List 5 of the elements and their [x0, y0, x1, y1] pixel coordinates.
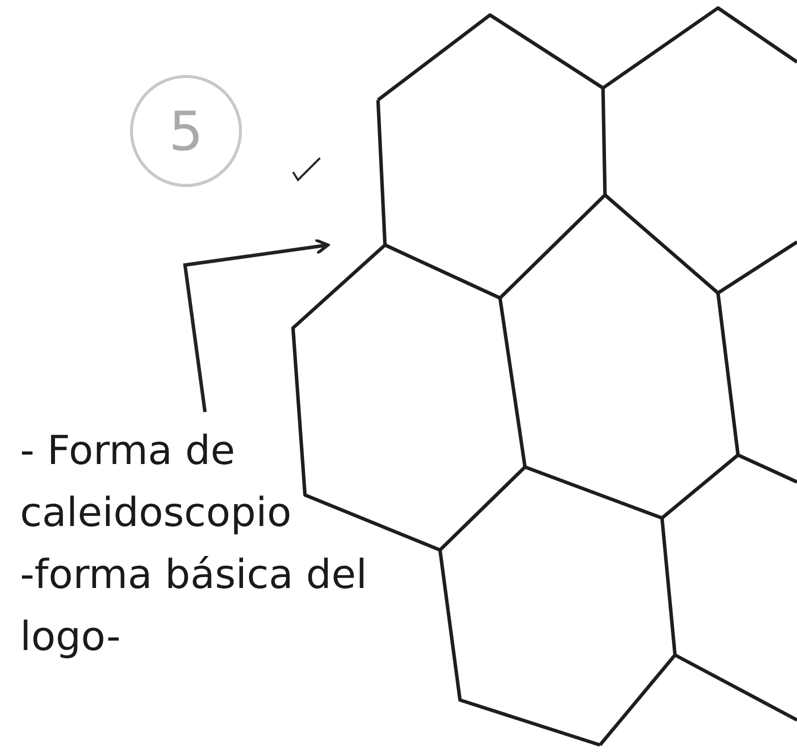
step-number: 5 — [168, 100, 204, 162]
note-text: - Forma de caleidoscopio — [20, 427, 292, 538]
number-circle — [130, 75, 242, 187]
note-text: -forma básica del logo- — [20, 551, 368, 662]
arrow — [183, 238, 330, 412]
